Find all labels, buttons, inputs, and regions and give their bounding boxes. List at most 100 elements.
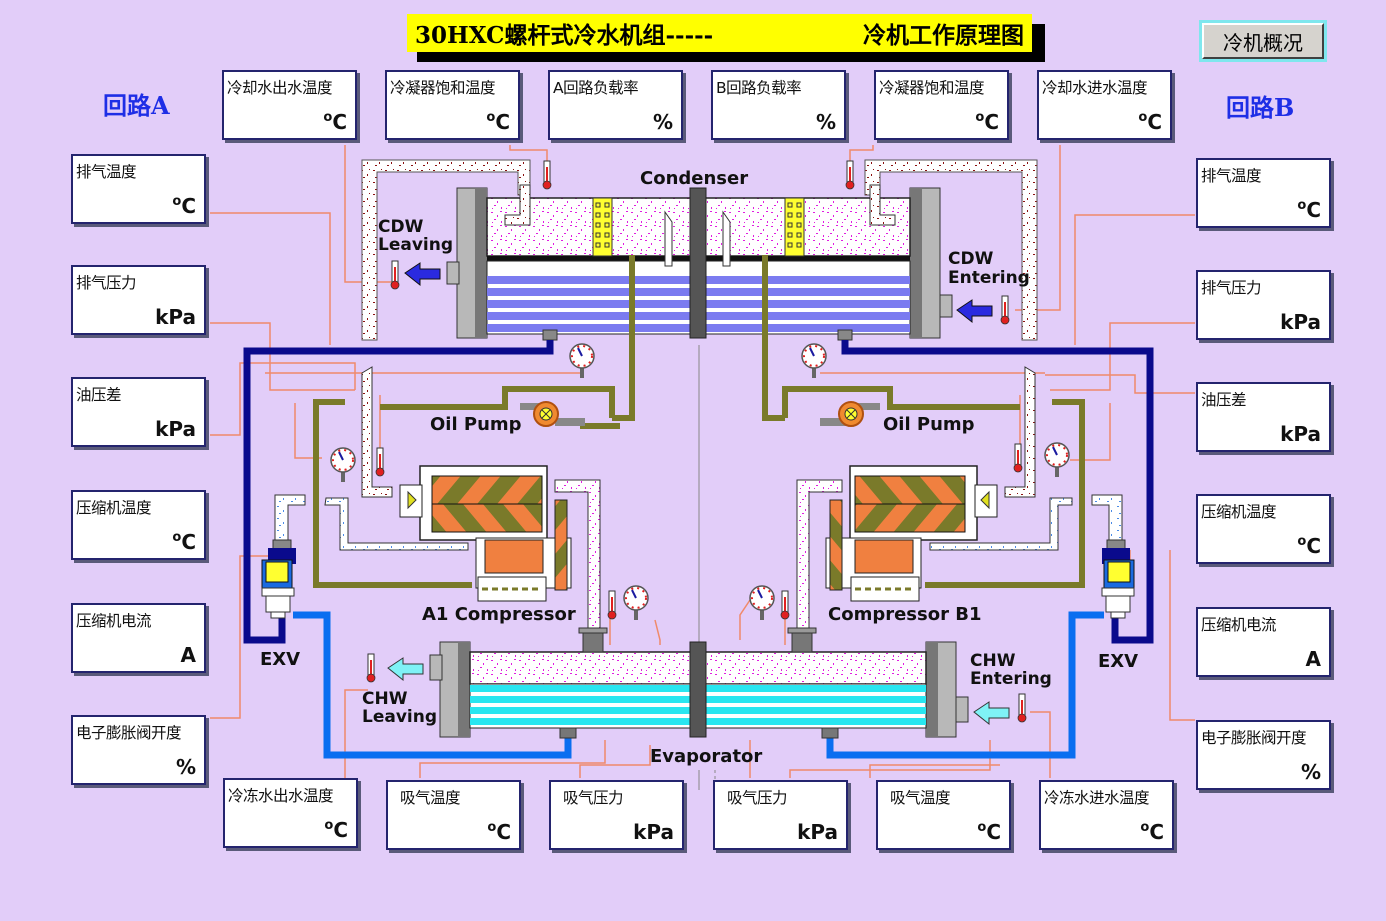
a-suction-thermometer <box>607 590 617 620</box>
readout-a-oil-diff-press: 油压差 kPa <box>71 377 206 447</box>
readout-label: 排气压力 <box>1201 279 1262 297</box>
readout-label: 油压差 <box>76 386 122 404</box>
unit-kpa: kPa <box>1280 310 1321 334</box>
chw-leaving-thermometer <box>366 653 376 683</box>
title-bar: 30HXC螺杆式冷水机组----- 冷机工作原理图 <box>407 14 1032 52</box>
unit-kpa: kPa <box>797 820 838 844</box>
unit-percent: % <box>175 755 196 779</box>
oil-pump-a-label: Oil Pump <box>430 414 522 435</box>
readout-label: 电子膨胀阀开度 <box>76 724 182 742</box>
condenser-label: Condenser <box>640 168 748 189</box>
readout-label: 吸气压力 <box>563 789 624 807</box>
readout-label: 冷冻水出水温度 <box>228 787 334 805</box>
readout-b-load: B回路负载率 % <box>711 70 846 140</box>
cdw-leaving-label-1: CDW <box>378 217 424 237</box>
exv-valve-a <box>261 539 296 619</box>
readout-label: 压缩机温度 <box>1201 503 1277 521</box>
readout-label: 压缩机电流 <box>1201 616 1277 634</box>
unit-celsius: oC <box>324 818 348 842</box>
readout-label: 吸气温度 <box>400 789 461 807</box>
readout-label: 吸气压力 <box>727 789 788 807</box>
chiller-overview-button-label[interactable]: 冷机概况 <box>1202 23 1324 59</box>
readout-label: 冷凝器饱和温度 <box>879 79 985 97</box>
a-cond-thermometer <box>542 160 552 190</box>
cdw-leaving-label-2: Leaving <box>378 235 453 255</box>
readout-label: 油压差 <box>1201 391 1247 409</box>
chw-entering-label-1: CHW <box>970 651 1016 671</box>
unit-kpa: kPa <box>155 305 196 329</box>
compressor-b-label: Compressor B1 <box>828 604 981 625</box>
readout-label: 冷冻水进水温度 <box>1044 789 1150 807</box>
oil-pump-a <box>520 401 585 427</box>
readout-label: 吸气温度 <box>890 789 951 807</box>
b-discharge-gauge <box>1044 442 1070 478</box>
cdw-entering-label-1: CDW <box>948 249 994 269</box>
unit-percent: % <box>1300 760 1321 784</box>
cdw-entering-thermometer <box>1000 295 1010 325</box>
circuit-a-label: 回路A <box>103 91 170 120</box>
unit-celsius: oC <box>486 110 510 134</box>
readout-label: 冷却水出水温度 <box>227 79 333 97</box>
readout-label: 压缩机电流 <box>76 612 152 630</box>
b-economizer-pipe <box>929 497 1073 551</box>
readout-label: A回路负载率 <box>553 79 639 97</box>
readout-label: 排气温度 <box>76 163 137 181</box>
liquid-line <box>243 340 1154 644</box>
unit-percent: % <box>652 110 673 134</box>
chw-entering-thermometer <box>1017 693 1027 723</box>
unit-celsius: oC <box>1138 110 1162 134</box>
a-suction-gauge <box>623 585 649 621</box>
cdw-leaving-arrow <box>404 262 441 287</box>
chw-entering-label-2: Entering <box>970 669 1052 689</box>
a-discharge-pipe <box>361 366 393 498</box>
unit-amp: A <box>180 643 196 667</box>
exv-b-label: EXV <box>1098 651 1138 672</box>
oil-pump-b <box>820 401 880 427</box>
a-discharge-thermometer <box>375 447 385 477</box>
readout-label: 电子膨胀阀开度 <box>1201 729 1307 747</box>
readout-label: B回路负载率 <box>716 79 802 97</box>
cdw-entering-label-2: Entering <box>948 268 1030 288</box>
unit-celsius: oC <box>975 110 999 134</box>
readout-b-cond-sat-temp: 冷凝器饱和温度 oC <box>874 70 1009 140</box>
readout-b-comp-current: 压缩机电流 A <box>1196 607 1331 677</box>
title-banner: 30HXC螺杆式冷水机组----- 冷机工作原理图 <box>407 14 1047 62</box>
unit-amp: A <box>1305 647 1321 671</box>
readout-a-cond-sat-temp: 冷凝器饱和温度 oC <box>385 70 520 140</box>
condenser <box>446 184 953 341</box>
readout-b-cdw-in-temp: 冷却水进水温度 oC <box>1037 70 1172 140</box>
chiller-overview-button[interactable]: 冷机概况 <box>1199 20 1327 62</box>
a-discharge-gauge <box>330 447 356 483</box>
title-left: 30HXC螺杆式冷水机组----- <box>415 22 714 49</box>
chw-leaving-arrow <box>387 657 424 682</box>
evaporator <box>429 627 969 739</box>
readout-a-chw-out-temp: 冷冻水出水温度 oC <box>223 778 358 848</box>
compressor-a-label: A1 Compressor <box>422 604 576 625</box>
readout-b-discharge-press: 排气压力 kPa <box>1196 270 1331 340</box>
unit-celsius: oC <box>1140 820 1164 844</box>
cdw-pipe-a <box>361 159 531 341</box>
exv-valve-b <box>1101 539 1135 619</box>
circuit-b-label: 回路B <box>1226 93 1295 122</box>
unit-celsius: oC <box>323 110 347 134</box>
readout-a-load: A回路负载率 % <box>548 70 683 140</box>
exv-a-label: EXV <box>260 649 300 670</box>
b-cond-thermometer <box>845 160 855 190</box>
readout-b-chw-in-temp: 冷冻水进水温度 oC <box>1039 780 1174 850</box>
readout-label: 冷却水进水温度 <box>1042 79 1148 97</box>
cdw-leaving-thermometer <box>390 260 400 290</box>
b-suction-gauge <box>749 585 775 621</box>
readout-b-discharge-temp: 排气温度 oC <box>1196 158 1331 228</box>
readout-a-comp-current: 压缩机电流 A <box>71 603 206 673</box>
unit-celsius: oC <box>1297 198 1321 222</box>
b-suction-thermometer <box>780 590 790 620</box>
unit-celsius: oC <box>172 530 196 554</box>
unit-kpa: kPa <box>1280 422 1321 446</box>
a-economizer-pipe <box>324 497 469 551</box>
readout-a-cdw-out-temp: 冷却水出水温度 oC <box>222 70 357 140</box>
readout-b-exv-opening: 电子膨胀阀开度 % <box>1196 720 1331 790</box>
readout-label: 排气温度 <box>1201 167 1262 185</box>
readout-a-discharge-press: 排气压力 kPa <box>71 265 206 335</box>
compressor-b <box>825 465 998 602</box>
readout-b-suction-temp: 吸气温度 oC <box>876 780 1011 850</box>
